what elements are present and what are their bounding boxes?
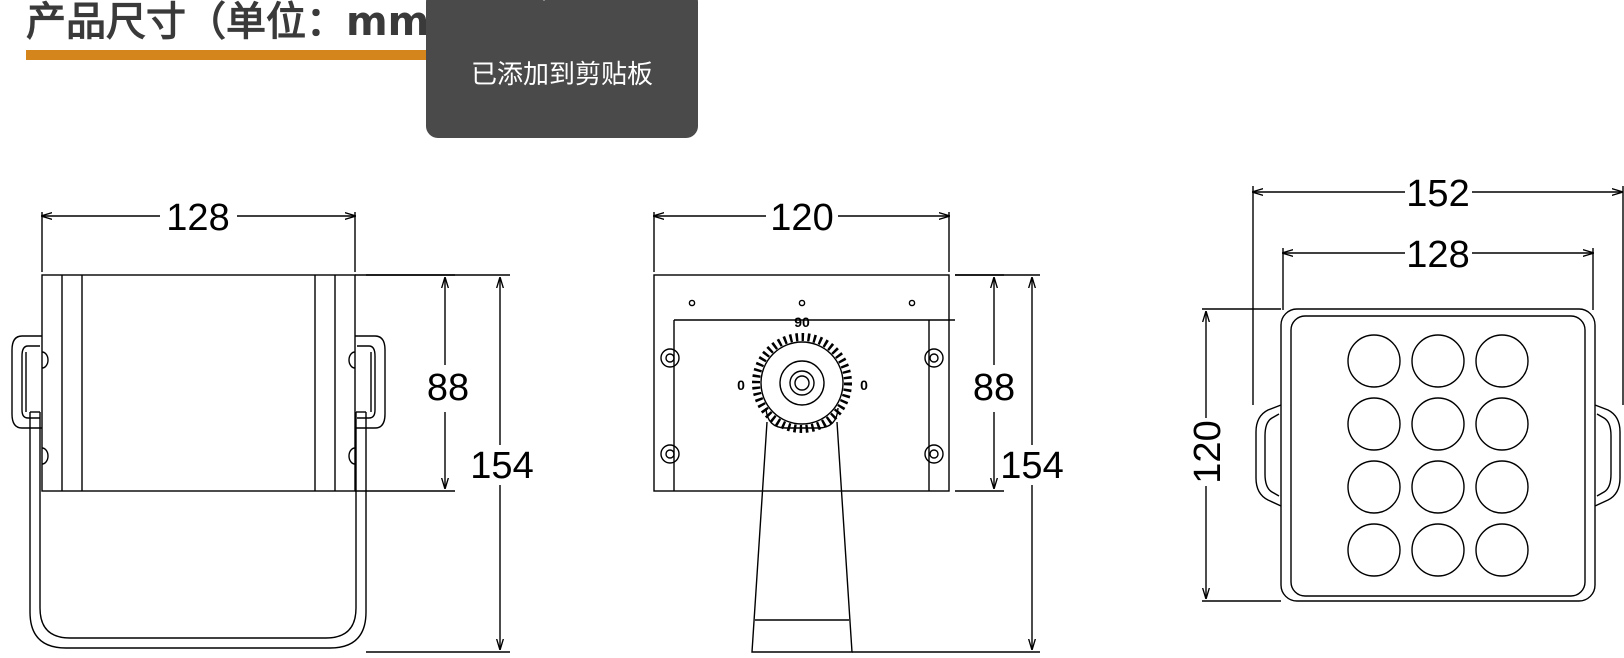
front-total-height-label: 154 xyxy=(470,445,533,487)
side-body-height-label: 88 xyxy=(973,367,1015,409)
check-icon: ✓ xyxy=(540,0,553,5)
front-view: 128 88 154 xyxy=(11,197,534,653)
title-underline xyxy=(26,50,426,60)
side-width-label: 120 xyxy=(770,197,833,239)
lens-outer-width-label: 152 xyxy=(1406,173,1469,215)
dial-angle-right: 0 xyxy=(860,377,868,393)
clipboard-toast: ✓ 已添加到剪贴板 xyxy=(426,0,698,138)
side-total-height-label: 154 xyxy=(1000,445,1063,487)
page-title: 产品尺寸（单位：mm xyxy=(26,0,430,45)
toast-message: 已添加到剪贴板 xyxy=(470,60,653,90)
dial-angle-top: 90 xyxy=(794,314,810,330)
lens-view: 152 128 120 xyxy=(1187,173,1624,602)
lens-inner-width-label: 128 xyxy=(1406,234,1469,276)
lens-height-label: 120 xyxy=(1187,420,1229,483)
side-view: 120 90 0 0 88 154 xyxy=(654,197,1064,653)
front-width-label: 128 xyxy=(166,197,229,239)
front-body-height-label: 88 xyxy=(427,367,469,409)
dial-angle-left: 0 xyxy=(737,377,745,393)
